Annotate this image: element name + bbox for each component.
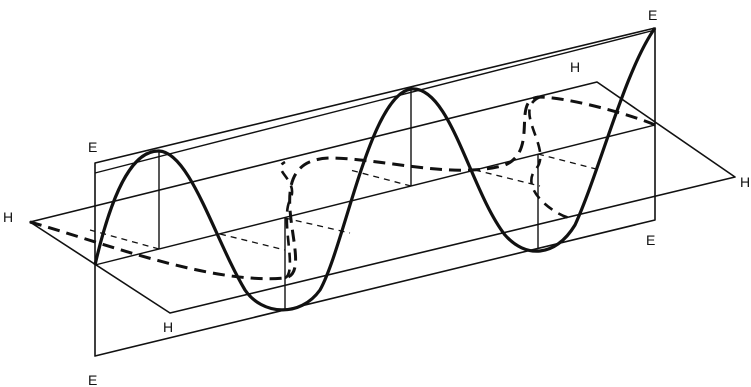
h-vector-5 bbox=[220, 234, 285, 250]
h-vector-2 bbox=[285, 218, 350, 233]
h-field-wave bbox=[30, 97, 655, 279]
label-h-front: H bbox=[163, 319, 173, 335]
label-h-right: H bbox=[740, 174, 750, 190]
e-plane bbox=[95, 28, 655, 356]
label-e-top-left: E bbox=[88, 139, 97, 155]
propagation-axis bbox=[95, 125, 655, 265]
label-h-back: H bbox=[570, 59, 580, 75]
h-vector-4 bbox=[538, 154, 600, 170]
label-e-bottom-right: E bbox=[646, 232, 655, 248]
label-h-left: H bbox=[3, 209, 13, 225]
label-e-top-right: E bbox=[648, 7, 657, 23]
e-plane-outline bbox=[95, 28, 655, 356]
e-field-vectors bbox=[159, 89, 538, 311]
label-e-bottom-left: E bbox=[88, 372, 97, 387]
